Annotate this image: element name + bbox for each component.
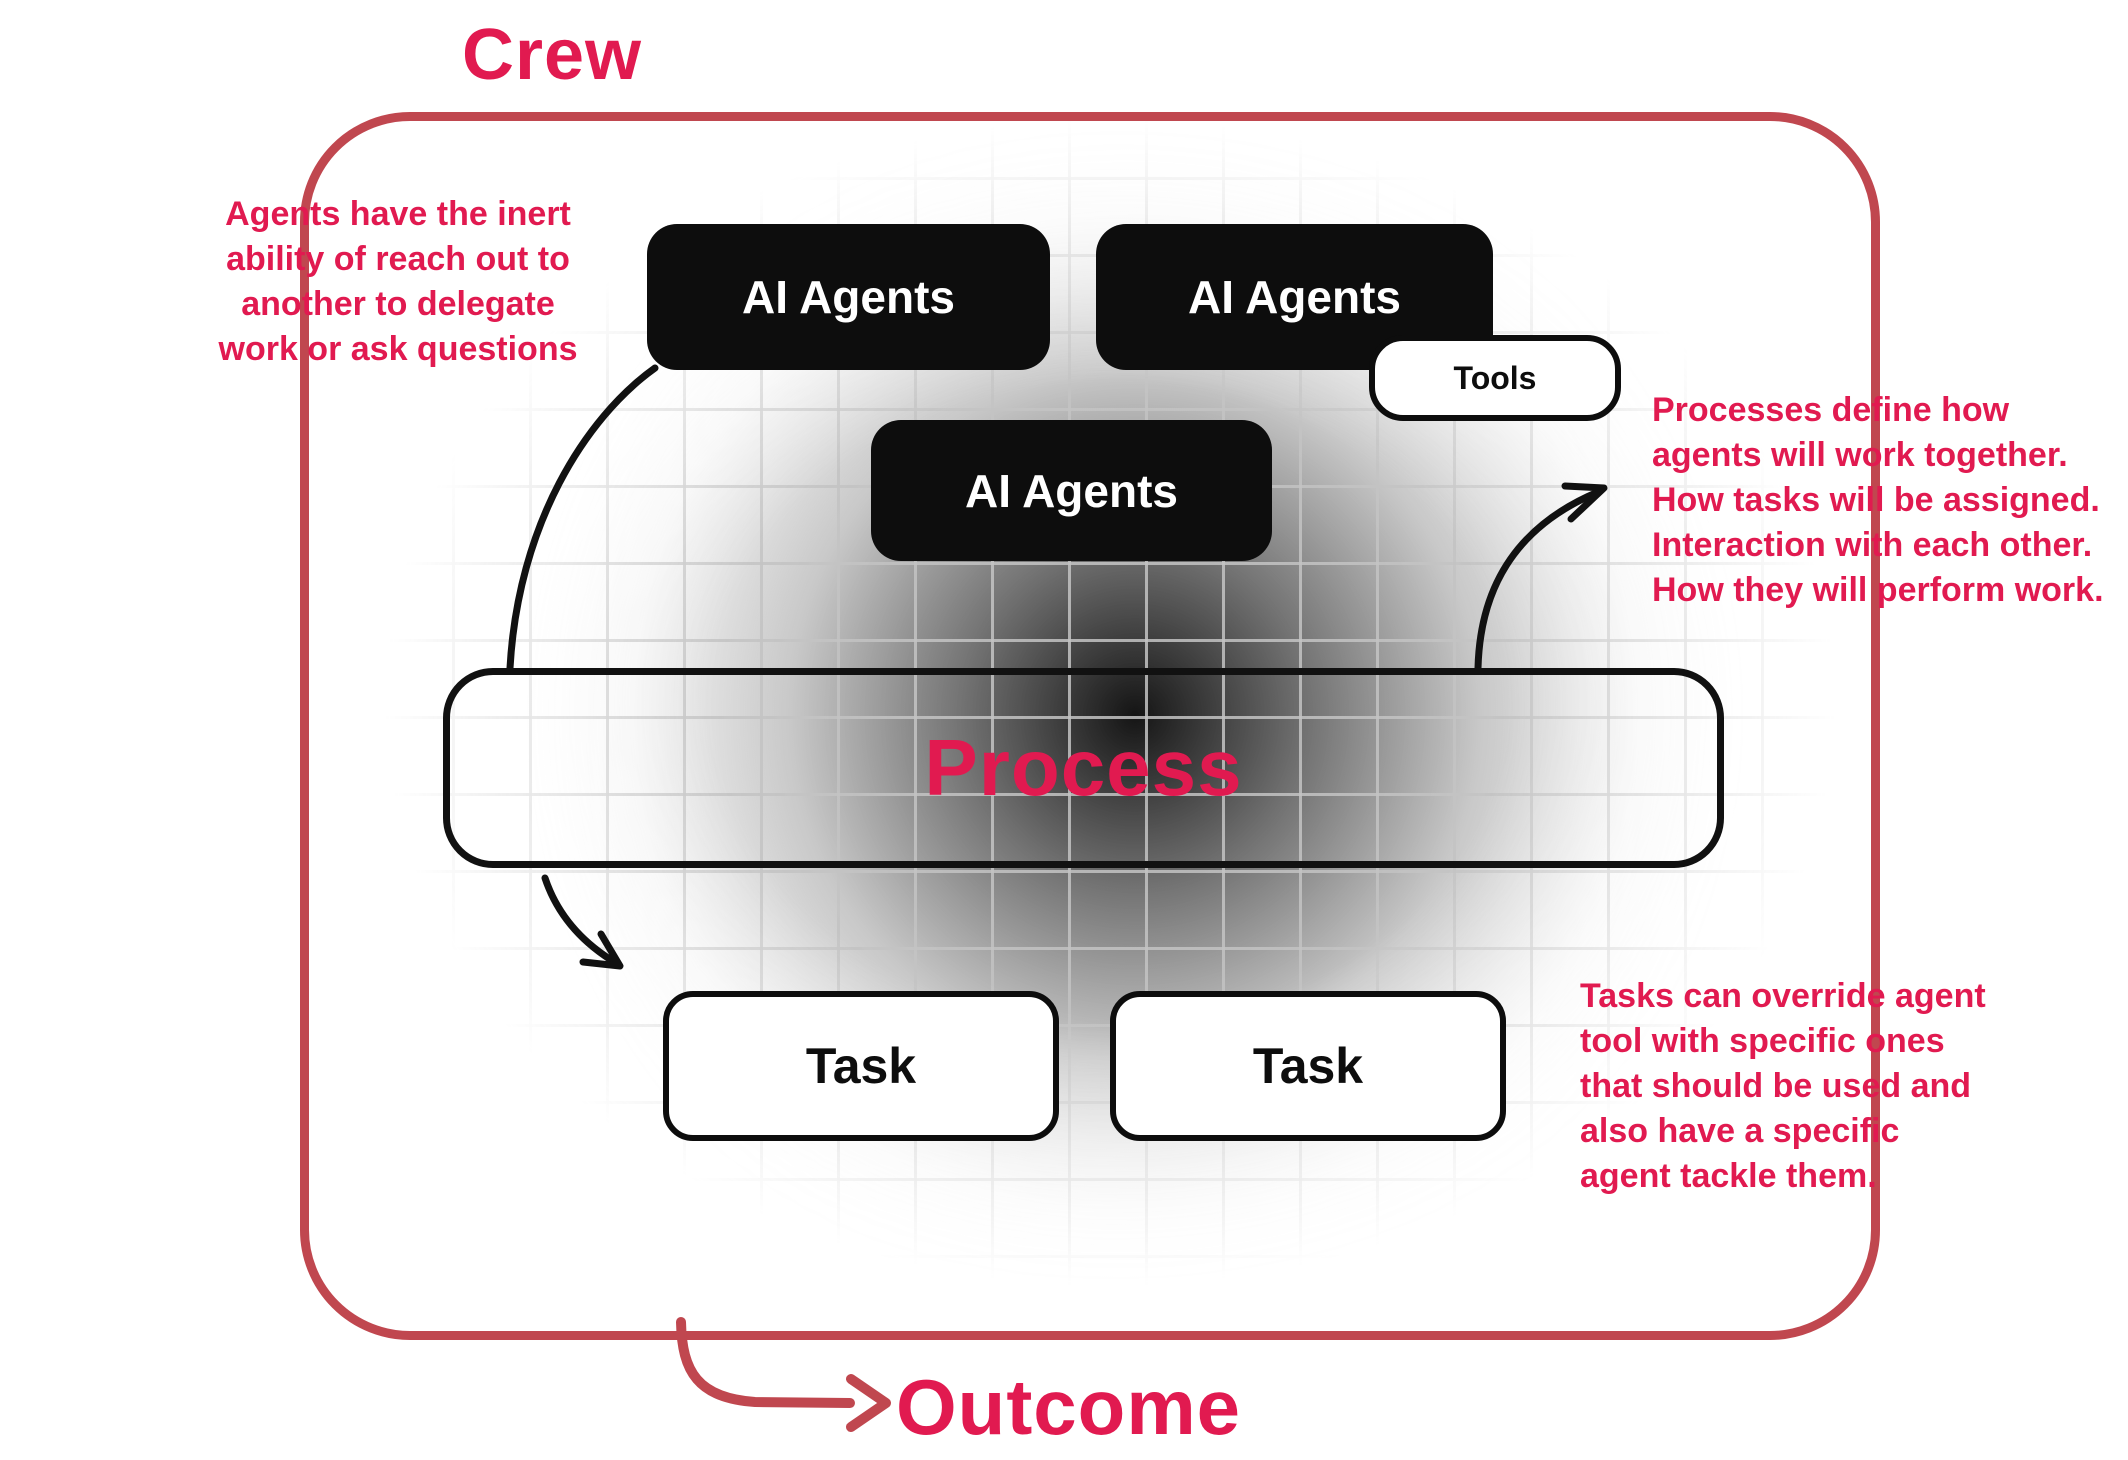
tools-pill: Tools xyxy=(1369,335,1621,421)
ai-agents-box-1: AI Agents xyxy=(647,224,1050,370)
task-label-2: Task xyxy=(1252,1038,1364,1094)
crew-label: Crew xyxy=(462,15,643,95)
tools-label: Tools xyxy=(1453,359,1537,396)
task-box-1: Task xyxy=(663,991,1059,1141)
ai-agents-box-2: AI Agents xyxy=(1096,224,1493,370)
ai-agents-label-2: AI Agents xyxy=(1188,271,1401,323)
ai-agents-label-1: AI Agents xyxy=(742,271,955,323)
note-agents-delegation: Agents have the inert ability of reach o… xyxy=(218,195,578,368)
ai-agents-label-3: AI Agents xyxy=(965,464,1178,517)
process-label: Process xyxy=(924,723,1243,812)
task-box-2: Task xyxy=(1110,991,1506,1141)
ai-agents-box-3: AI Agents xyxy=(871,420,1272,561)
note-task-override: Tasks can override agent tool with speci… xyxy=(1580,977,1986,1195)
outcome-label: Outcome xyxy=(896,1363,1242,1451)
outcome-arrowhead xyxy=(846,1374,891,1432)
process-box: Process xyxy=(443,668,1724,868)
task-label-1: Task xyxy=(805,1038,917,1094)
crew-border xyxy=(300,112,1880,1340)
note-process-definition: Processes define how agents will work to… xyxy=(1652,391,2104,609)
